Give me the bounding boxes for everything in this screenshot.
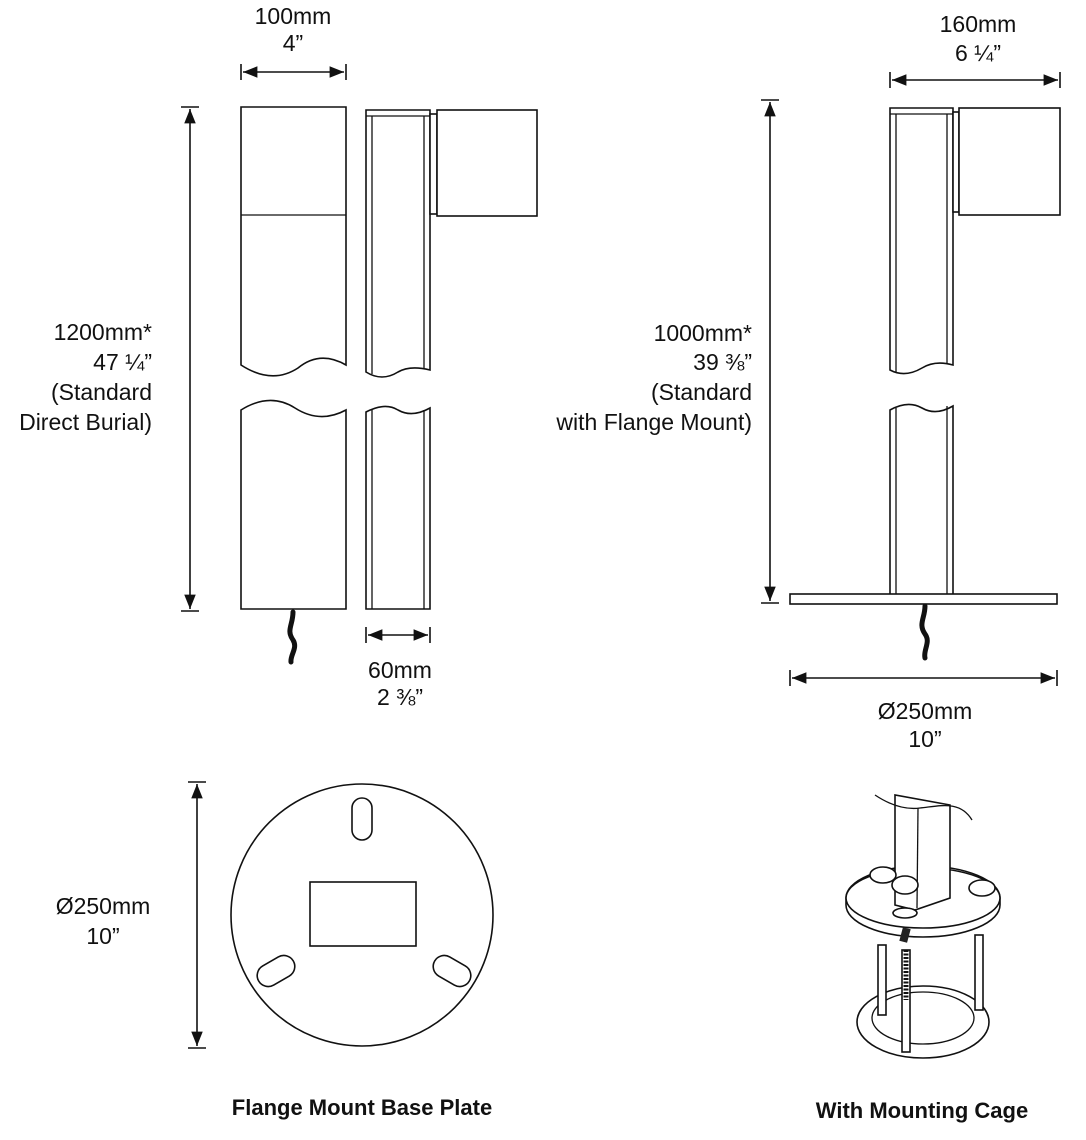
height-note-2: with Flange Mount)	[555, 409, 752, 435]
depth-in-label: 2 ⅜”	[377, 684, 423, 710]
height-in-label: 39 ⅜”	[693, 349, 752, 375]
cable	[287, 609, 298, 665]
depth-mm-label: 60mm	[368, 657, 432, 683]
flange-plate	[789, 593, 1058, 605]
base-plate-drawing: Ø250mm 10” Flange Mount Base Plate	[56, 781, 494, 1120]
direct-burial-dimensions: 100mm 4” 1200mm* 47 ¼” (Standard Direct …	[19, 3, 432, 710]
direct-burial-front-view	[240, 106, 347, 665]
mounting-cage-drawing	[845, 794, 1001, 1059]
direct-burial-side-view	[365, 109, 538, 610]
height-note-2: Direct Burial)	[19, 409, 152, 435]
head-width-in-label: 6 ¼”	[955, 40, 1001, 66]
cable	[919, 603, 930, 661]
height-note-1: (Standard	[51, 379, 152, 405]
height-mm-label: 1000mm*	[654, 320, 752, 346]
light-head	[958, 107, 1061, 216]
flange-mount-side-view	[789, 107, 1061, 661]
flange-mount-dimensions: 160mm 6 ¼” 1000mm* 39 ⅜” (Standard with …	[555, 11, 1061, 752]
plate-dia-in-label: 10”	[86, 923, 119, 949]
light-head	[436, 109, 538, 217]
base-plate-caption: Flange Mount Base Plate	[232, 1095, 492, 1120]
head-width-mm-label: 160mm	[940, 11, 1017, 37]
flange-dia-mm-label: Ø250mm	[878, 698, 973, 724]
flange-dia-in-label: 10”	[908, 726, 941, 752]
height-mm-label: 1200mm*	[54, 319, 152, 345]
width-mm-label: 100mm	[255, 3, 332, 29]
height-in-label: 47 ¼”	[93, 349, 152, 375]
width-in-label: 4”	[283, 30, 303, 56]
mounting-cage-caption: With Mounting Cage	[816, 1098, 1028, 1123]
plate-dia-mm-label: Ø250mm	[56, 893, 151, 919]
height-note-1: (Standard	[651, 379, 752, 405]
